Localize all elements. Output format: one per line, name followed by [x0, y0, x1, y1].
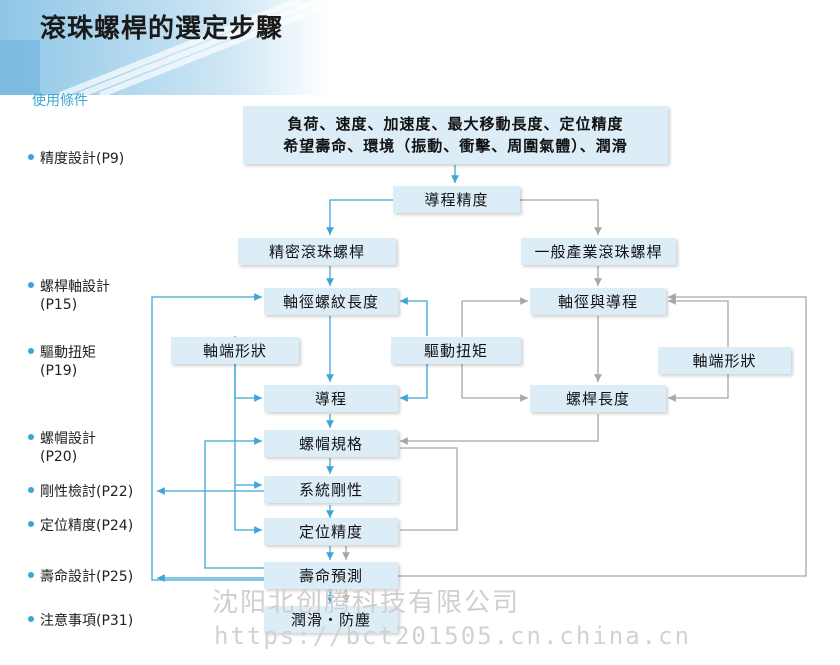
ball-screw-graphic: [0, 0, 330, 95]
general-screw-box: 一般產業滾珠螺桿: [521, 238, 676, 265]
sidebar-item-life: 壽命設計(P25): [28, 568, 133, 586]
header-decoration: [0, 0, 330, 95]
watermark-company: 沈阳北创腾科技有限公司: [212, 588, 521, 618]
lubrication-box: 潤滑・防塵: [264, 606, 398, 633]
bullet-icon: [28, 521, 34, 527]
thread-length-box: 軸徑螺紋長度: [264, 288, 398, 315]
sidebar-item-notes: 注意事項(P31): [28, 612, 133, 630]
bullet-icon: [28, 282, 34, 288]
sidebar-item-positioning: 定位精度(P24): [28, 517, 133, 535]
dia-lead-box: 軸徑與導程: [530, 288, 666, 315]
nut-spec-box: 螺帽規格: [264, 430, 398, 457]
drive-torque-box: 驅動扭矩: [391, 337, 521, 364]
page-title: 滾珠螺桿的選定步驟: [40, 14, 284, 44]
watermark-url: https://bct201505.cn.china.cn: [214, 622, 692, 650]
subtitle: 使用條件: [32, 93, 88, 109]
bullet-icon: [28, 434, 34, 440]
positioning-box: 定位精度: [264, 518, 398, 545]
lead-box: 導程: [264, 385, 398, 412]
sidebar-item-shaft: 螺桿軸設計(P15): [28, 278, 110, 314]
stiffness-box: 系統剛性: [264, 476, 398, 503]
life-box: 壽命預測: [264, 562, 398, 589]
end-shape-right-box: 軸端形狀: [658, 347, 791, 374]
conditions-box: 負荷、速度、加速度、最大移動長度、定位精度 希望壽命、環境（振動、衝擊、周圍氣體…: [243, 106, 668, 164]
screw-length-box: 螺桿長度: [530, 385, 666, 412]
lead-accuracy-box: 導程精度: [393, 186, 520, 213]
sidebar-item-accuracy: 精度設計(P9): [28, 150, 124, 168]
bullet-icon: [28, 616, 34, 622]
sidebar-item-nut: 螺帽設計(P20): [28, 430, 96, 466]
end-shape-left-box: 軸端形狀: [171, 337, 299, 364]
bullet-icon: [28, 348, 34, 354]
bullet-icon: [28, 487, 34, 493]
bullet-icon: [28, 572, 34, 578]
bullet-icon: [28, 154, 34, 160]
precision-screw-box: 精密滾珠螺桿: [238, 238, 396, 265]
sidebar-item-stiffness: 剛性檢討(P22): [28, 483, 133, 501]
sidebar-item-torque: 驅動扭矩(P19): [28, 344, 96, 380]
